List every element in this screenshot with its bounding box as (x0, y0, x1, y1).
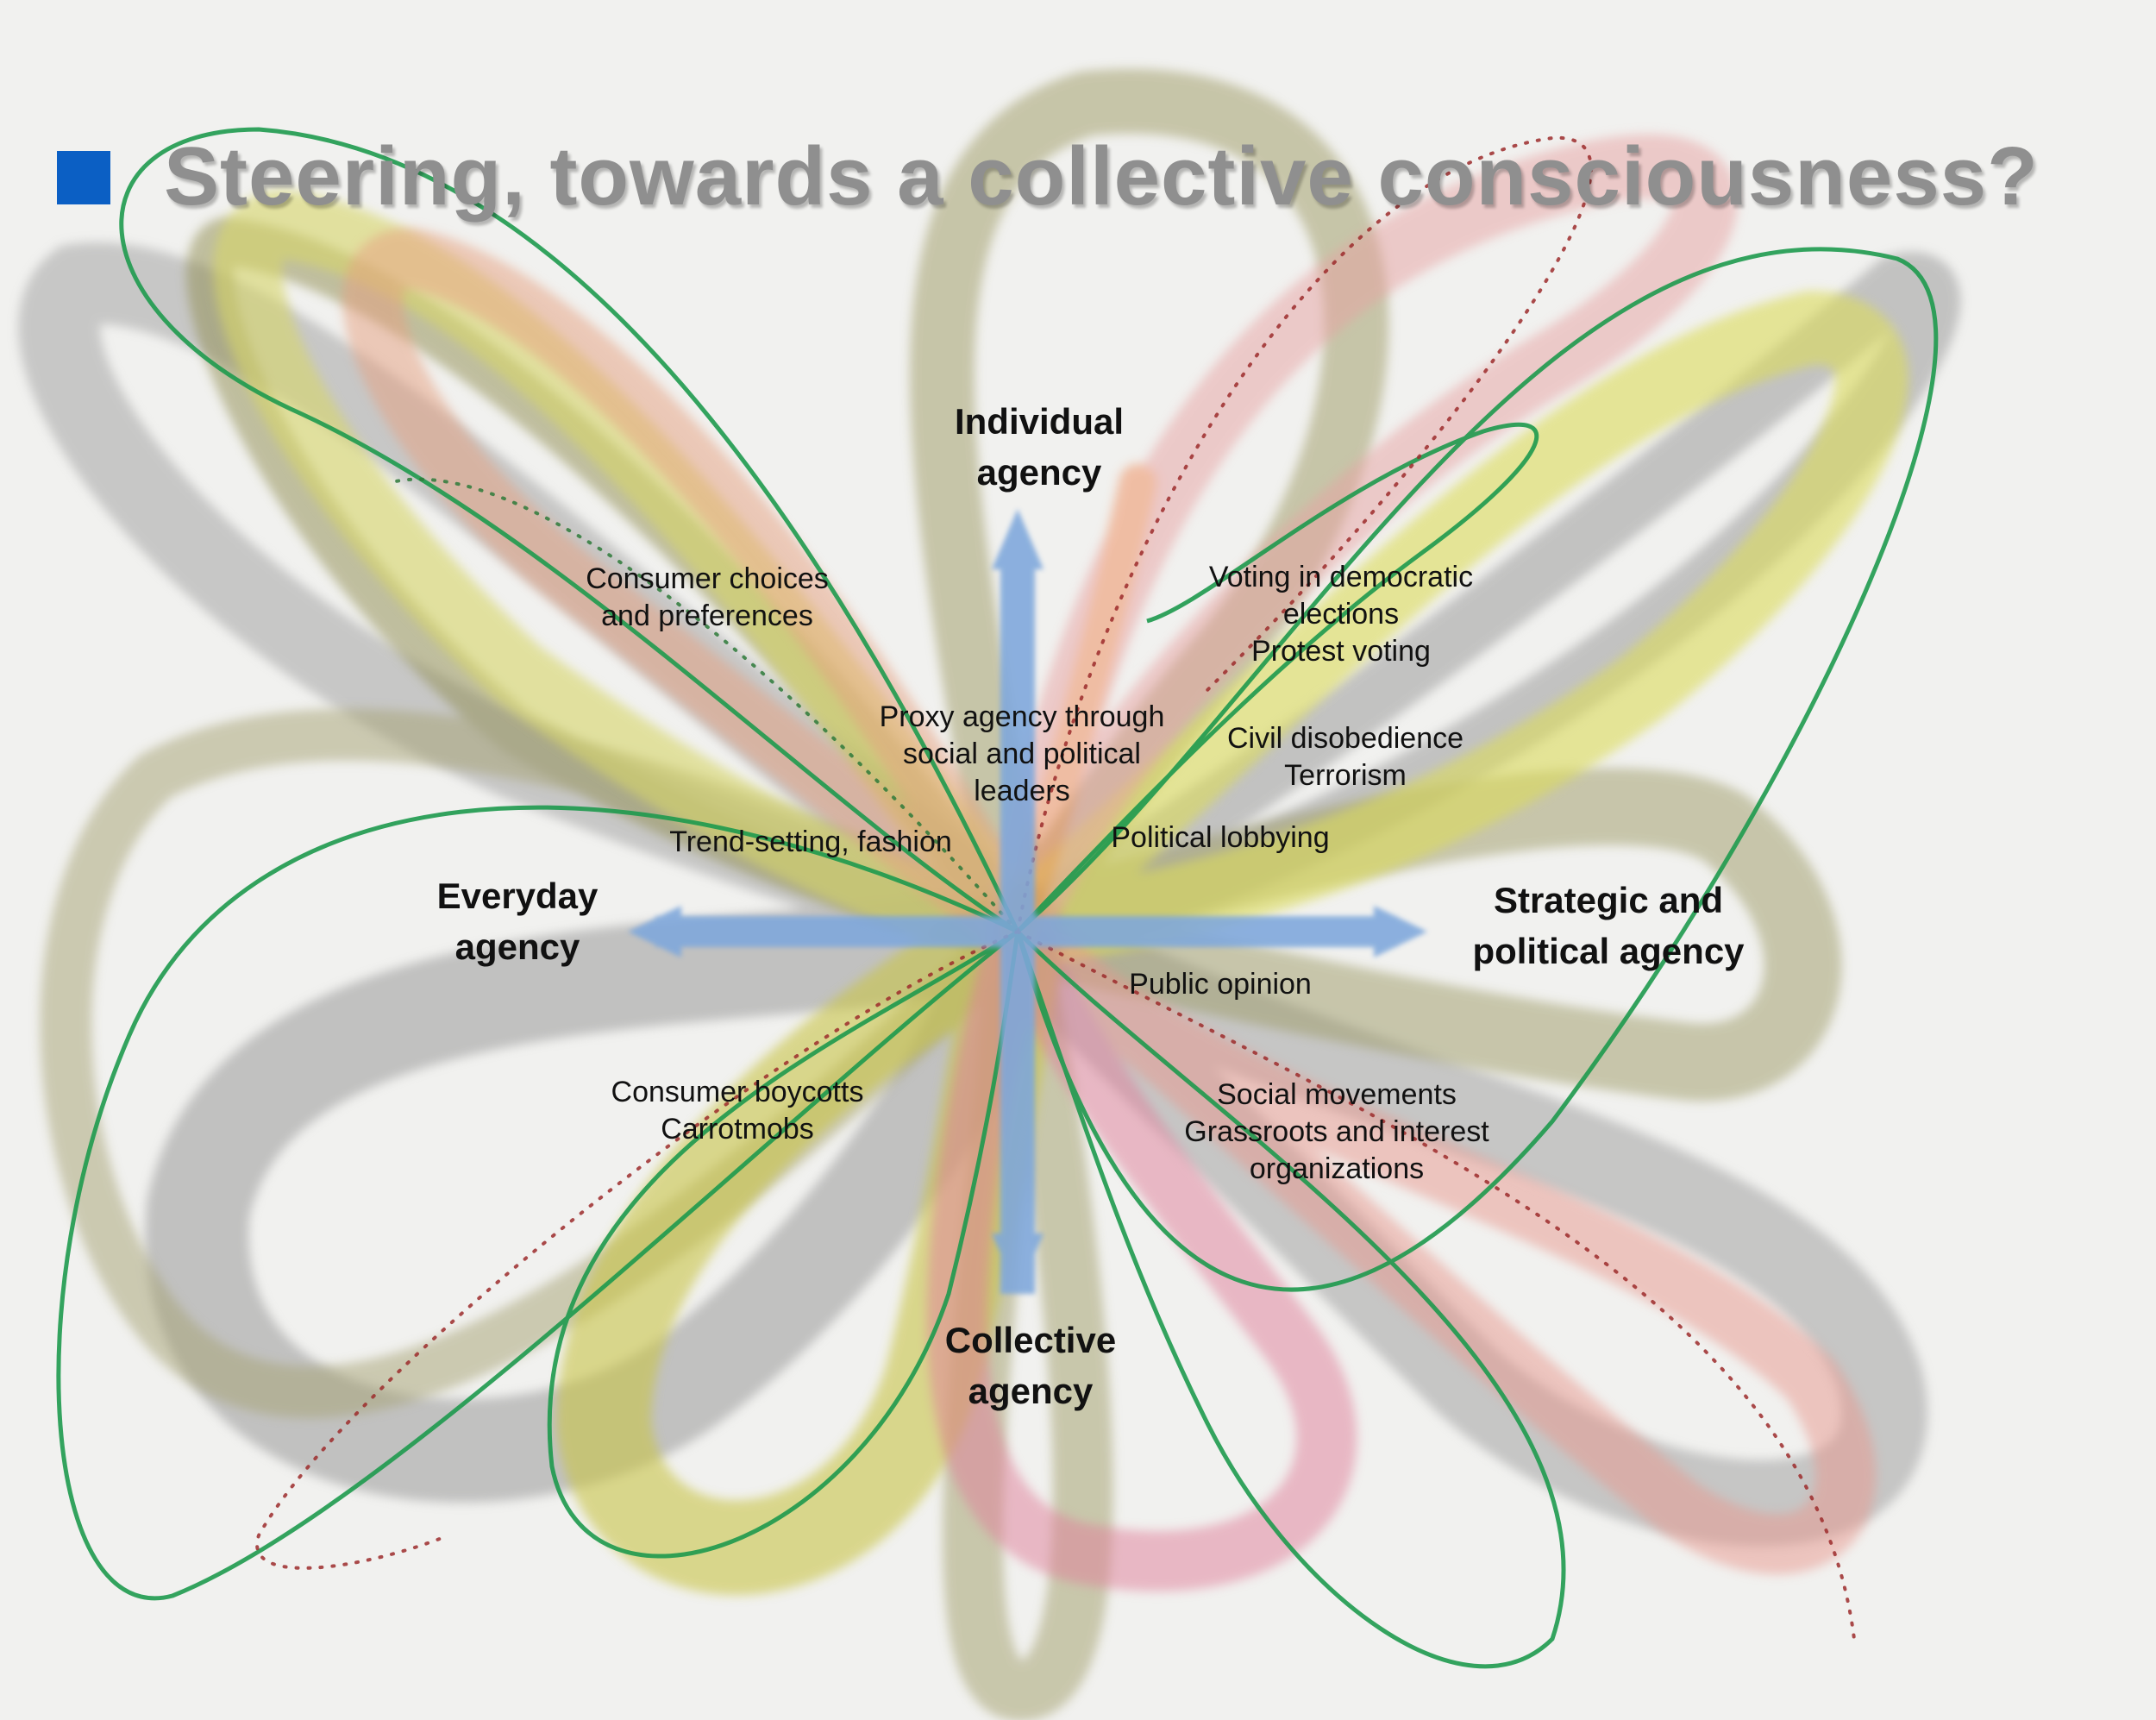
label-voting: Voting in democratic elections Protest v… (1208, 561, 1474, 669)
arrow-up-icon (992, 509, 1044, 569)
axis-label-bottom: Collective agency (944, 1320, 1117, 1411)
label-civil-disobedience: Civil disobedience Terrorism (1226, 722, 1464, 793)
label-proxy-agency: Proxy agency through social and politica… (879, 700, 1165, 808)
page-title: Steering, towards a collective conscious… (164, 130, 2039, 223)
arrow-left-icon (628, 906, 681, 957)
dotted-pencil-strokes (255, 135, 1856, 1641)
label-public-opinion: Public opinion (1129, 968, 1312, 1001)
axis-label-left: Everyday agency (436, 876, 599, 967)
axis-label-top: Individual agency (954, 401, 1124, 493)
label-trend-setting: Trend-setting, fashion (669, 825, 952, 858)
arrow-down-icon (992, 1234, 1044, 1294)
arrow-right-icon (1374, 906, 1427, 957)
axis-arrows (628, 509, 1427, 1294)
green-pen-loops (56, 127, 1939, 1669)
label-political-lobbying: Political lobbying (1111, 821, 1330, 854)
label-consumer-boycotts: Consumer boycotts Carrotmobs (611, 1076, 864, 1146)
title-bullet (57, 151, 110, 204)
axis-label-right: Strategic and political agency (1472, 880, 1745, 971)
label-consumer-choices: Consumer choices and preferences (586, 562, 829, 633)
label-social-movements: Social movements Grassroots and interest… (1184, 1078, 1489, 1186)
horizontal-axis-shaft (655, 916, 1397, 947)
